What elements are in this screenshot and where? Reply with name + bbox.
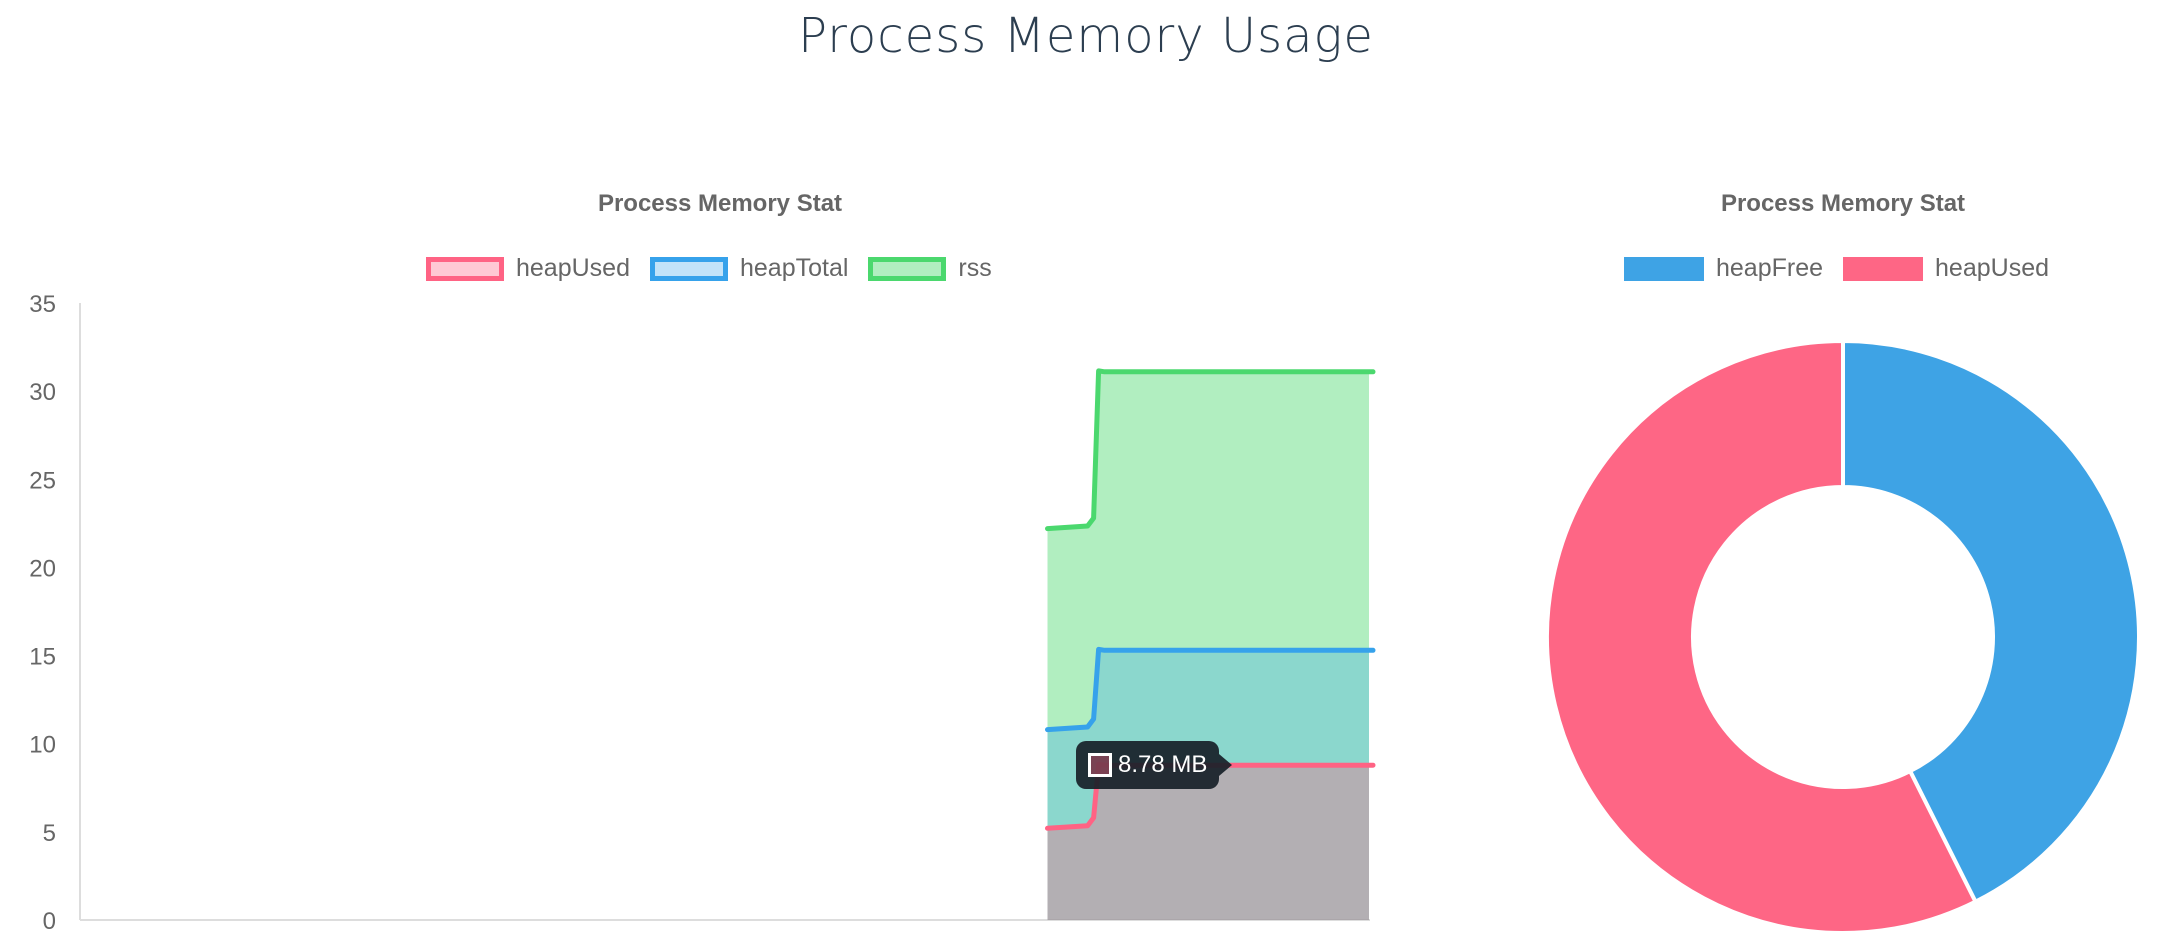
y-tick-label: 25 <box>29 467 56 494</box>
tooltip-value: 8.78 MB <box>1118 751 1208 778</box>
pie-chart-title: Process Memory Stat <box>1720 190 1966 217</box>
line-chart-title: Process Memory Stat <box>597 190 843 217</box>
legend-swatch-heapUsed <box>426 256 504 281</box>
legend-label-heapUsed: heapUsed <box>516 254 630 282</box>
legend-swatch-pie-heapUsed <box>1843 256 1924 281</box>
legend-item-heapTotal[interactable]: heapTotal <box>649 254 849 283</box>
y-tick-label: 20 <box>29 555 56 582</box>
y-tick-label: 15 <box>29 644 56 671</box>
legend-label-heapFree: heapFree <box>1716 254 1824 282</box>
pie-slice-heapFree[interactable] <box>1841 338 2141 905</box>
line-heapTotal[interactable] <box>1045 646 1376 733</box>
pie-chart <box>1545 338 2141 935</box>
pie-slice-heapUsed[interactable] <box>1545 338 1979 935</box>
legend-label-rss: rss <box>958 254 992 282</box>
legend-item-heapFree[interactable]: heapFree <box>1624 254 1823 283</box>
legend-item-rss[interactable]: rss <box>868 254 992 283</box>
line-chart-legend: heapUsed heapTotal rss <box>426 254 992 283</box>
area-heapUsed <box>1047 764 1369 920</box>
legend-item-heapUsed[interactable]: heapUsed <box>426 254 630 283</box>
legend-label-heapTotal: heapTotal <box>739 254 849 282</box>
hover-tooltip: 8.78 MB <box>1076 741 1233 789</box>
legend-swatch-heapFree <box>1624 256 1704 281</box>
tooltip-swatch-icon <box>1088 753 1112 777</box>
y-tick-label: 0 <box>43 908 56 935</box>
y-tick-label: 5 <box>43 820 56 847</box>
y-tick-label: 35 <box>29 291 56 318</box>
legend-swatch-rss <box>868 256 947 281</box>
y-tick-label: 30 <box>29 379 56 406</box>
legend-item-pie-heapUsed[interactable]: heapUsed <box>1843 254 2049 283</box>
legend-swatch-heapTotal <box>649 256 728 281</box>
legend-label-pie-heapUsed: heapUsed <box>1935 254 2050 282</box>
line-chart-axes: 0 5 10 15 20 25 30 35 <box>29 291 1370 935</box>
page-title: Process Memory Usage <box>798 8 1374 64</box>
pie-chart-legend: heapFree heapUsed <box>1624 254 2049 283</box>
y-tick-label: 10 <box>29 732 56 759</box>
line-rss[interactable] <box>1045 368 1376 532</box>
